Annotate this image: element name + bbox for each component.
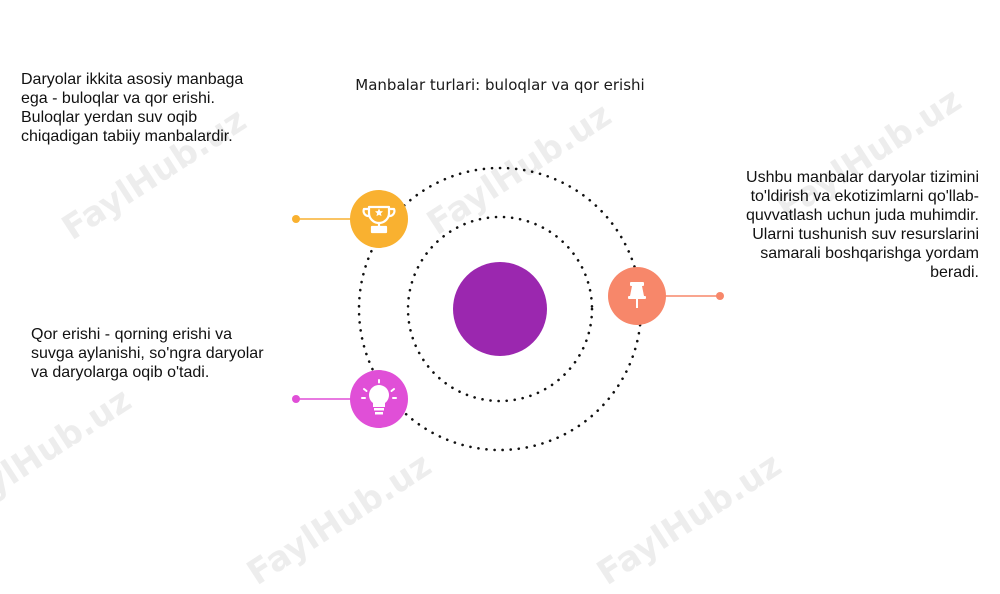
text-block-bottom-left: Qor erishi - qorning erishi va suvga ayl… xyxy=(31,326,264,381)
connector-dot-lightbulb xyxy=(292,395,300,403)
orbit-diagram xyxy=(292,166,724,452)
connector-dot-trophy xyxy=(292,215,300,223)
node-trophy xyxy=(350,190,408,248)
lightbulb-icon xyxy=(361,379,397,415)
connector-dot-pushpin xyxy=(716,292,724,300)
diagram-title: Manbalar turlari: buloqlar va qor erishi xyxy=(355,76,645,94)
trophy-icon xyxy=(362,205,396,234)
inner-orbit-ring xyxy=(406,215,594,403)
center-circle xyxy=(453,262,547,356)
node-lightbulb xyxy=(350,370,408,428)
text-block-right: Ushbu manbalar daryolar tizimini to'ldir… xyxy=(745,169,979,281)
text-block-top-left: Daryolar ikkita asosiy manbaga ega - bul… xyxy=(21,71,244,145)
pushpin-icon xyxy=(628,282,646,308)
node-pushpin xyxy=(608,267,666,325)
